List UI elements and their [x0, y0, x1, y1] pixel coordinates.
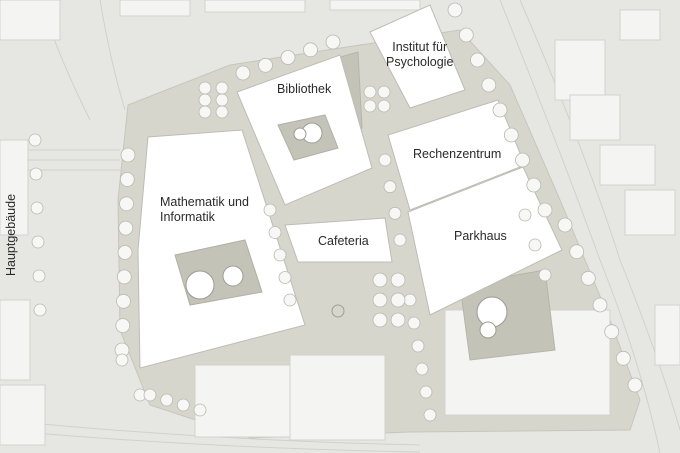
tree — [419, 385, 433, 399]
tree — [377, 85, 391, 99]
label-parkhaus: Parkhaus — [454, 229, 507, 243]
tree — [160, 393, 174, 407]
tree — [215, 81, 229, 95]
tree — [390, 272, 406, 288]
tree — [627, 377, 643, 393]
tree — [325, 34, 341, 50]
tree — [235, 65, 251, 81]
tree — [580, 270, 596, 286]
tree — [383, 180, 397, 194]
tree — [119, 196, 134, 212]
tree — [278, 271, 292, 284]
plaza-fountain — [331, 304, 345, 318]
tree — [393, 233, 407, 247]
tree — [263, 203, 277, 217]
tree — [363, 99, 377, 113]
label-mathematik-line2: Informatik — [160, 210, 215, 224]
tree — [116, 269, 132, 285]
tree — [176, 398, 190, 412]
tree — [118, 220, 134, 236]
tree — [526, 177, 542, 193]
tree — [569, 244, 585, 260]
tree — [33, 303, 47, 317]
tree — [492, 102, 508, 118]
label-mathematik-line1: Mathematik und — [160, 195, 249, 209]
tree — [258, 57, 273, 73]
building-cafeteria — [284, 217, 393, 263]
tree — [538, 268, 552, 282]
tree — [537, 202, 553, 218]
tree — [116, 293, 131, 309]
label-cafeteria: Cafeteria — [318, 234, 369, 248]
tree — [143, 388, 157, 402]
label-mathematik: Mathematik und Informatik — [160, 195, 249, 225]
tree — [518, 208, 532, 222]
tree-rows — [28, 2, 643, 422]
tree — [403, 293, 417, 307]
tree — [470, 52, 485, 68]
tree — [557, 217, 573, 233]
tree — [115, 318, 131, 334]
tree — [28, 133, 42, 147]
building-institut — [369, 4, 466, 109]
courtyard-round-features — [185, 122, 508, 339]
tree — [378, 153, 392, 167]
tree — [604, 324, 620, 340]
tree — [390, 292, 406, 308]
tree — [198, 105, 212, 119]
tree — [31, 235, 45, 249]
tree — [193, 403, 207, 417]
tree — [411, 339, 425, 353]
tree — [119, 171, 135, 187]
tree — [280, 50, 296, 65]
tree — [117, 245, 133, 260]
tree — [615, 350, 631, 366]
tree — [32, 269, 46, 283]
tree — [303, 42, 318, 58]
tree — [273, 248, 287, 262]
tree — [515, 152, 530, 168]
tree — [447, 2, 463, 18]
tree — [503, 127, 519, 143]
tree — [372, 312, 388, 328]
tree — [198, 81, 212, 95]
tree — [415, 362, 429, 376]
tree — [120, 147, 136, 163]
tree — [29, 167, 43, 181]
tree — [407, 316, 421, 330]
label-institut-line1: Institut für — [392, 40, 448, 54]
tree — [198, 93, 212, 107]
tree — [458, 27, 474, 43]
tree — [268, 226, 282, 239]
tree — [215, 93, 229, 107]
tree — [423, 408, 437, 422]
tree — [388, 206, 402, 220]
tree — [528, 238, 542, 252]
tree — [283, 293, 297, 307]
tree — [390, 312, 406, 328]
tree — [592, 297, 608, 313]
tree — [372, 292, 388, 308]
label-rechenzentrum: Rechenzentrum — [413, 147, 502, 161]
tree — [363, 85, 377, 99]
label-institut: Institut für Psychologie — [386, 40, 453, 70]
tree — [115, 353, 129, 367]
building-parkhaus — [407, 166, 563, 316]
label-hauptgebaeude: Hauptgebäude — [4, 193, 18, 276]
tree — [481, 77, 497, 93]
tree — [215, 105, 229, 119]
tree — [377, 99, 391, 113]
tree — [372, 272, 388, 288]
label-institut-line2: Psychologie — [386, 55, 454, 69]
label-bibliothek: Bibliothek — [277, 82, 332, 96]
tree — [30, 201, 44, 215]
